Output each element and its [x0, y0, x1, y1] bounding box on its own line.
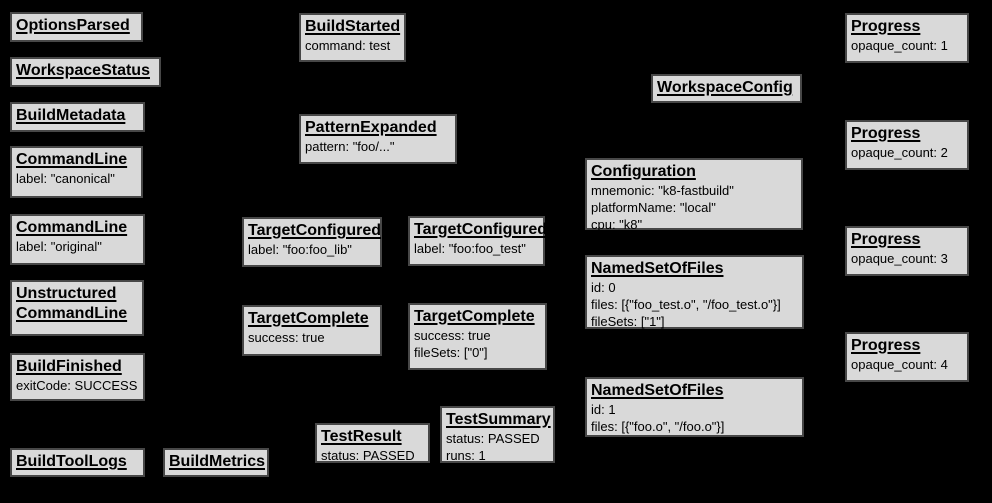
- event-attribute: label: "original": [16, 239, 102, 254]
- event-title: TargetConfigured: [414, 221, 548, 238]
- event-progress-3: Progress opaque_count: 3: [845, 226, 969, 276]
- event-attribute: status: PASSED: [446, 431, 540, 446]
- event-title: BuildToolLogs: [16, 453, 127, 470]
- event-attribute: platformName: "local": [591, 200, 716, 215]
- event-build-metrics: BuildMetrics: [163, 448, 269, 477]
- event-named-set-of-files-0: NamedSetOfFiles id: 0 files: [{"foo_test…: [585, 255, 804, 329]
- event-attribute: opaque_count: 2: [851, 145, 948, 160]
- event-attribute: label: "canonical": [16, 171, 115, 186]
- event-progress-4: Progress opaque_count: 4: [845, 332, 969, 382]
- event-target-complete-foo-lib: TargetComplete success: true: [242, 305, 382, 356]
- event-build-metadata: BuildMetadata: [10, 102, 145, 132]
- event-attribute: command: test: [305, 38, 391, 53]
- event-title: Unstructured CommandLine: [16, 285, 128, 322]
- event-build-tool-logs: BuildToolLogs: [10, 448, 145, 477]
- event-title: CommandLine: [16, 151, 128, 168]
- event-progress-2: Progress opaque_count: 2: [845, 120, 969, 170]
- event-attribute: label: "foo:foo_lib": [248, 242, 352, 257]
- event-title: TestSummary: [446, 411, 551, 428]
- event-title: TargetComplete: [248, 310, 369, 327]
- event-attribute: fileSets: ["1"]: [591, 314, 665, 329]
- event-attribute: success: true: [248, 330, 325, 345]
- event-attribute: runs: 1: [446, 448, 486, 463]
- event-attribute: mnemonic: "k8-fastbuild": [591, 183, 734, 198]
- event-attribute: opaque_count: 3: [851, 251, 948, 266]
- event-command-line-original: CommandLine label: "original": [10, 214, 145, 265]
- event-title: WorkspaceStatus: [16, 62, 150, 79]
- event-build-finished: BuildFinished exitCode: SUCCESS: [10, 353, 145, 401]
- event-title: BuildMetrics: [169, 453, 266, 470]
- event-title: TestResult: [321, 428, 402, 445]
- event-attribute: id: 0: [591, 280, 616, 295]
- event-title: PatternExpanded: [305, 119, 437, 136]
- event-title: TargetConfigured: [248, 222, 382, 239]
- event-command-line-canonical: CommandLine label: "canonical": [10, 146, 143, 198]
- event-title: BuildStarted: [305, 18, 401, 35]
- event-attribute: success: true: [414, 328, 491, 343]
- event-attribute: id: 1: [591, 402, 616, 417]
- event-target-complete-foo-test: TargetComplete success: true fileSets: […: [408, 303, 547, 370]
- event-build-started: BuildStarted command: test: [299, 13, 406, 62]
- event-attribute: exitCode: SUCCESS: [16, 378, 138, 393]
- event-title: TargetComplete: [414, 308, 535, 325]
- event-attribute: opaque_count: 1: [851, 38, 948, 53]
- event-title: Progress: [851, 18, 921, 35]
- event-pattern-expanded: PatternExpanded pattern: "foo/...": [299, 114, 457, 164]
- event-title: OptionsParsed: [16, 17, 130, 34]
- event-title: BuildMetadata: [16, 107, 126, 124]
- event-title: Progress: [851, 125, 921, 142]
- event-attribute: fileSets: ["0"]: [414, 345, 488, 360]
- event-unstructured-command-line: Unstructured CommandLine: [10, 280, 144, 336]
- event-workspace-status: WorkspaceStatus: [10, 57, 161, 87]
- event-title: NamedSetOfFiles: [591, 260, 724, 277]
- event-title: BuildFinished: [16, 358, 122, 375]
- event-title: CommandLine: [16, 219, 128, 236]
- event-title: WorkspaceConfig: [657, 79, 793, 96]
- event-options-parsed: OptionsParsed: [10, 12, 143, 42]
- event-attribute: pattern: "foo/...": [305, 139, 395, 154]
- event-attribute: files: [{"foo.o", "/foo.o"}]: [591, 419, 725, 434]
- event-progress-1: Progress opaque_count: 1: [845, 13, 969, 63]
- event-attribute: cpu: "k8": [591, 217, 643, 232]
- event-attribute: files: [{"foo_test.o", "/foo_test.o"}]: [591, 297, 781, 312]
- event-attribute: label: "foo:foo_test": [414, 241, 526, 256]
- event-named-set-of-files-1: NamedSetOfFiles id: 1 files: [{"foo.o", …: [585, 377, 804, 437]
- event-title: Configuration: [591, 163, 696, 180]
- event-workspace-config: WorkspaceConfig: [651, 74, 802, 103]
- event-target-configured-foo-lib: TargetConfigured label: "foo:foo_lib": [242, 217, 382, 267]
- event-title: Progress: [851, 231, 921, 248]
- event-title: NamedSetOfFiles: [591, 382, 724, 399]
- event-title: Progress: [851, 337, 921, 354]
- event-attribute: opaque_count: 4: [851, 357, 948, 372]
- event-configuration: Configuration mnemonic: "k8-fastbuild" p…: [585, 158, 803, 232]
- event-test-result: TestResult status: PASSED: [315, 423, 430, 463]
- event-test-summary: TestSummary status: PASSED runs: 1: [440, 406, 555, 463]
- event-target-configured-foo-test: TargetConfigured label: "foo:foo_test": [408, 216, 548, 266]
- event-attribute: status: PASSED: [321, 448, 415, 463]
